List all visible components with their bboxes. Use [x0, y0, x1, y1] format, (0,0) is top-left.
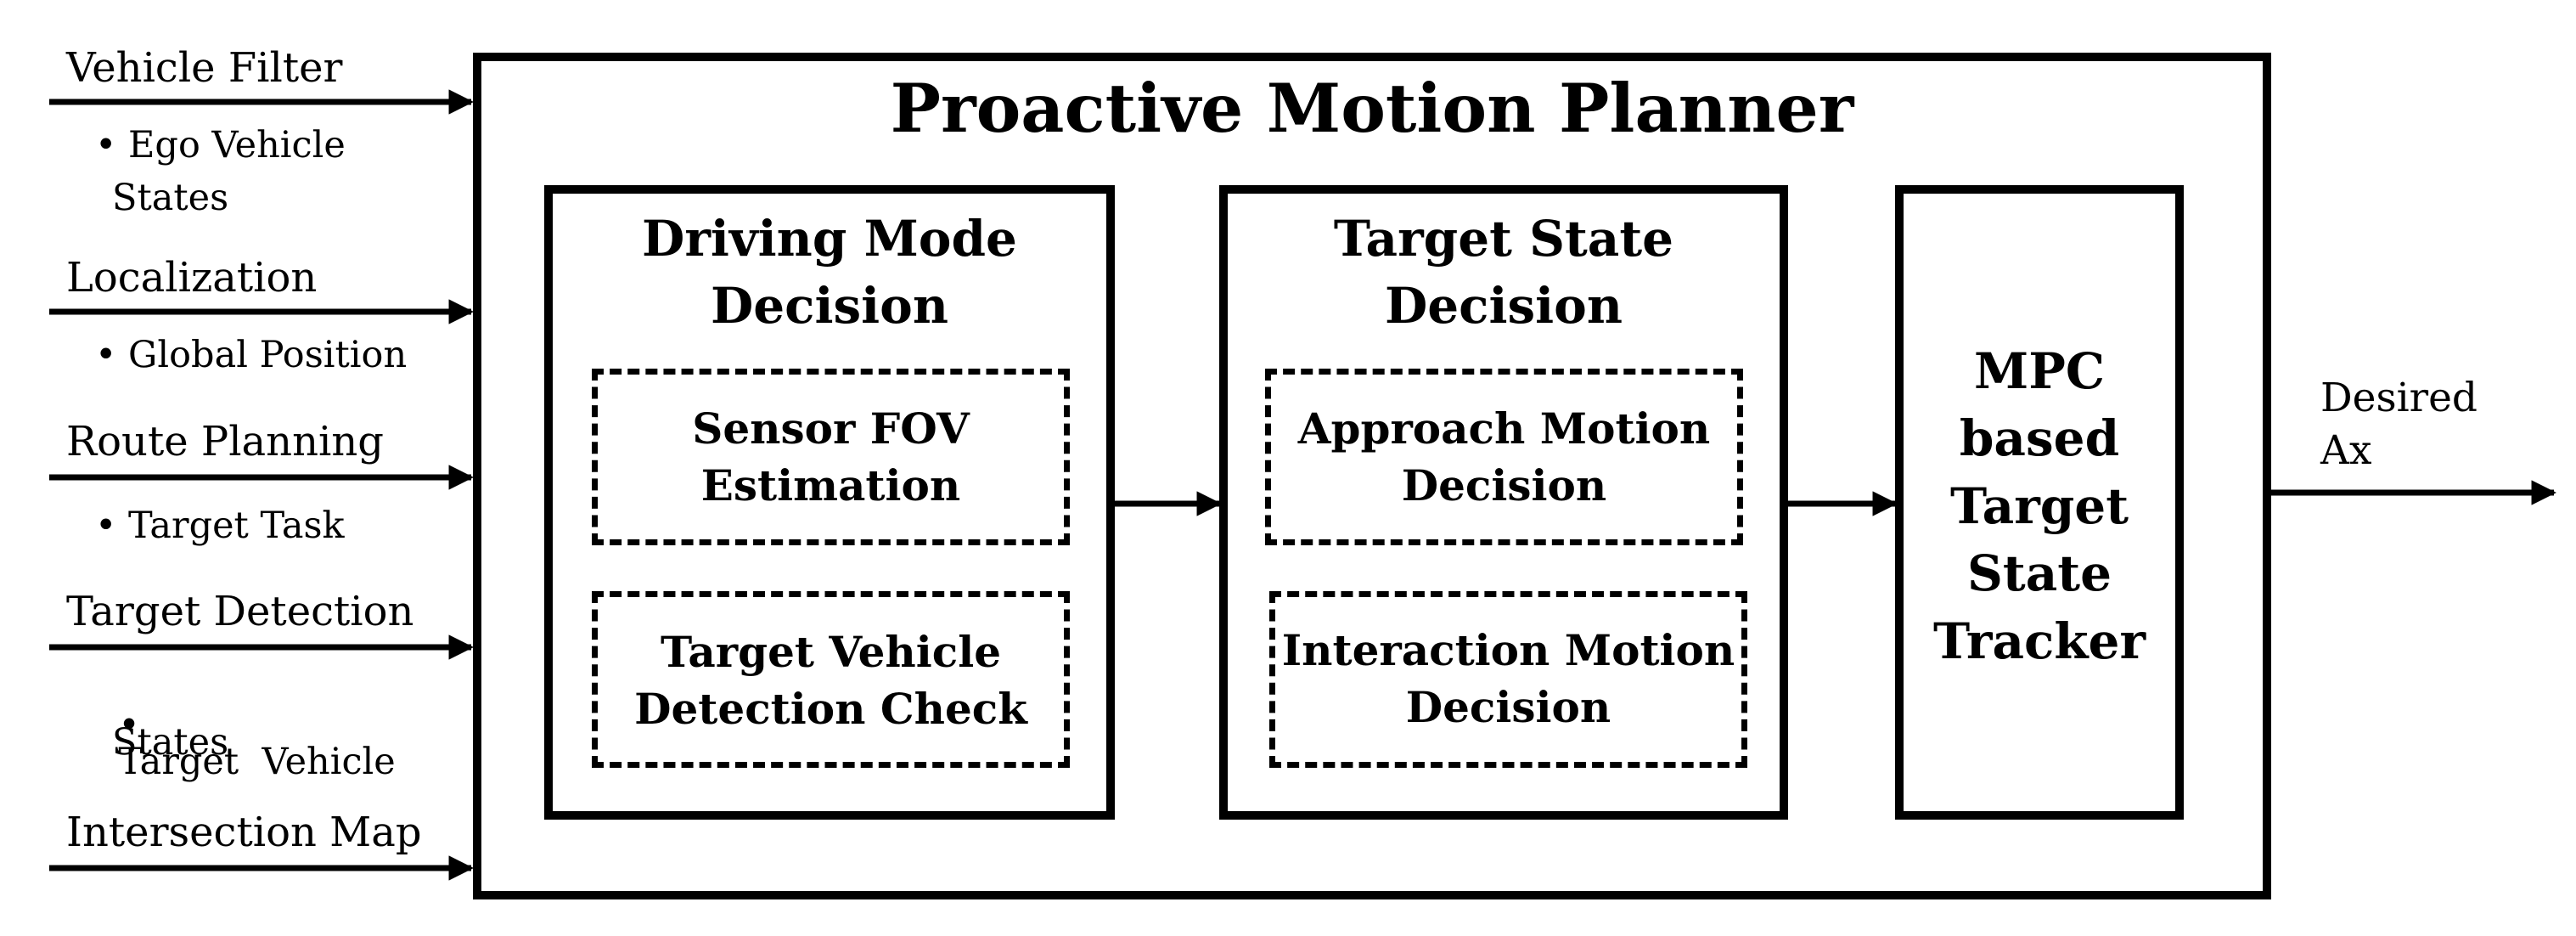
label-line: Decision — [1405, 681, 1611, 732]
input-label-route-planning: Route Planning — [66, 418, 384, 465]
label-line: Estimation — [700, 460, 961, 510]
sensor-fov-estimation-box — [592, 369, 1070, 545]
input-label-intersection-map: Intersection Map — [66, 809, 422, 856]
planner-title: Proactive Motion Planner — [890, 69, 1854, 148]
input-label-vehicle-filter: Vehicle Filter — [66, 44, 343, 92]
bullet-text: Target Vehicle — [118, 741, 396, 783]
title-line: Decision — [1384, 276, 1623, 335]
label-line: Tracker — [1932, 612, 2146, 670]
bullet-text: Target Task — [128, 505, 345, 547]
target-state-decision-box — [1219, 185, 1788, 820]
label-line: Decision — [1401, 460, 1607, 510]
bullet-text: Global Position — [128, 334, 408, 376]
input-label-target-detection: Target Detection — [66, 588, 414, 635]
label-line: Ax — [2320, 427, 2372, 475]
label-line: Interaction Motion — [1281, 625, 1735, 675]
label-line: Detection Check — [634, 683, 1027, 734]
interaction-motion-decision-label: Interaction Motion Decision — [1269, 623, 1747, 736]
input-bullet-target-vehicle: • Target Vehicle — [95, 671, 396, 783]
input-bullet-states-continued: States — [112, 177, 229, 219]
driving-mode-decision-title: Driving Mode Decision — [544, 206, 1115, 340]
driving-mode-decision-box — [544, 185, 1115, 820]
sensor-fov-estimation-label: Sensor FOV Estimation — [592, 401, 1070, 514]
proactive-motion-planner-box — [473, 53, 2271, 899]
interaction-motion-decision-box — [1269, 591, 1747, 768]
title-line: Target State — [1333, 210, 1674, 268]
label-line: Target — [1950, 476, 2129, 535]
target-vehicle-detection-check-label: Target Vehicle Detection Check — [592, 624, 1070, 737]
bullet-symbol: • — [118, 704, 140, 747]
bullet-symbol: • — [95, 334, 117, 376]
title-line: Driving Mode — [642, 210, 1017, 268]
output-label-desired-ax: Desired Ax — [2320, 372, 2478, 477]
mpc-target-state-tracker-label: MPC based Target State Tracker — [1895, 338, 2184, 675]
target-vehicle-detection-check-box — [592, 591, 1070, 768]
label-line: based — [1959, 409, 2120, 468]
bullet-text: Ego Vehicle — [128, 124, 346, 166]
input-label-localization: Localization — [66, 254, 318, 302]
label-line: Target Vehicle — [660, 627, 1002, 677]
label-line: Approach Motion — [1297, 403, 1711, 454]
input-bullet-ego-vehicle: • Ego Vehicle — [95, 127, 346, 164]
title-line: Decision — [710, 276, 949, 335]
input-bullet-states-continued: States — [112, 721, 229, 764]
approach-motion-decision-label: Approach Motion Decision — [1265, 401, 1743, 514]
bullet-symbol: • — [95, 124, 117, 166]
label-line: Sensor FOV — [692, 403, 970, 454]
input-bullet-target-task: • Target Task — [95, 508, 345, 544]
label-line: State — [1967, 544, 2112, 603]
label-line: MPC — [1974, 342, 2105, 400]
target-state-decision-title: Target State Decision — [1219, 206, 1788, 340]
label-line: Desired — [2320, 375, 2478, 421]
mpc-target-state-tracker-box — [1895, 185, 2184, 820]
bullet-symbol: • — [95, 505, 117, 547]
input-bullet-global-position: • Global Position — [95, 337, 407, 374]
approach-motion-decision-box — [1265, 369, 1743, 545]
